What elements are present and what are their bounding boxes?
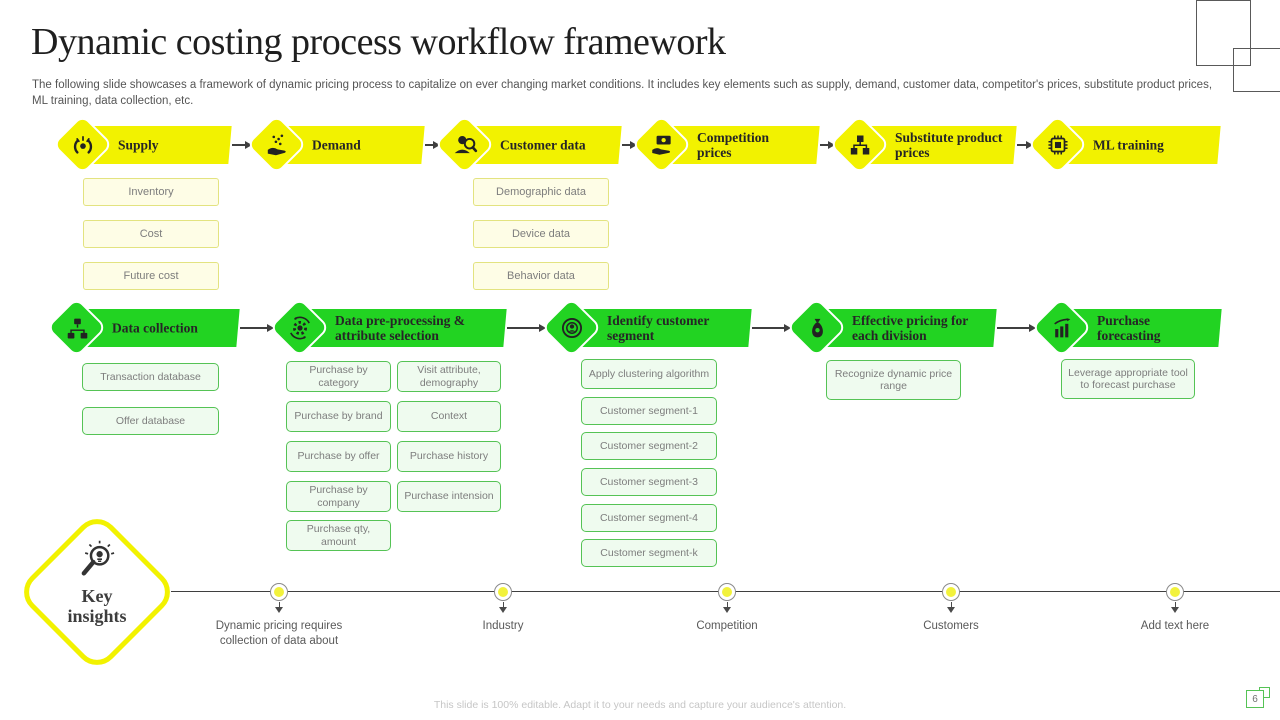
flow-step-ml-training: ML training [1027,114,1221,175]
preprocessing-sub-item: Visit attribute, demography [397,361,501,392]
supply-icon [69,131,97,159]
footer-note: This slide is 100% editable. Adapt it to… [433,699,847,711]
data-collection-icon [63,314,91,342]
flow-step-purchase-forecasting: Purchase forecasting [1031,297,1222,358]
data-preprocessing-icon [286,314,314,342]
decor-rectangle [1196,0,1251,66]
flow-step-competition-prices: Competition prices [631,114,820,175]
timeline-dot [718,583,736,601]
flow-step-effective-pricing: Effective pricing for each division [786,297,997,358]
preprocessing-sub-item: Context [397,401,501,432]
page-number: 6 [1246,690,1264,708]
milestone-label: Dynamic pricing requires collection of d… [215,620,343,647]
customer-data-sub-item: Behavior data [473,262,609,290]
arrow-right-icon [820,141,835,148]
competition-prices-icon [648,131,676,159]
timeline-stem [278,602,280,607]
flow-step-customer-data: Customer data [434,114,622,175]
arrow-right-icon [997,324,1036,331]
pricing-sub-item: Recognize dynamic price range [826,360,961,400]
supply-sub-item: Future cost [83,262,219,290]
flow-step-label: Customer data [500,137,586,153]
timeline-stem [502,602,504,607]
flow-step-label: Identify customer segment [607,312,710,343]
page-subtitle: The following slide showcases a framewor… [32,79,1213,107]
preprocessing-sub-item: Purchase by offer [286,441,391,472]
flow-step-demand: Demand [246,114,425,175]
effective-pricing-icon [803,314,831,342]
arrow-right-icon [240,324,274,331]
timeline-stem [726,602,728,607]
flow-step-label: Data collection [112,320,198,336]
arrow-right-icon [232,141,252,148]
segment-sub-item: Customer segment-3 [581,468,717,496]
flow-step-data-preprocessing: Data pre-processing & attribute selectio… [269,297,507,358]
customer-data-sub-item: Device data [473,220,609,248]
milestone-label: Customers [923,620,979,632]
milestone-label: Competition [696,620,758,632]
flow-step-label: Data pre-processing & attribute selectio… [335,312,465,343]
customer-data-sub-item: Demographic data [473,178,609,206]
arrow-down-icon [1171,607,1179,613]
segment-sub-item: Apply clustering algorithm [581,359,717,389]
customer-data-icon [451,131,479,159]
timeline-dot [1166,583,1184,601]
key-insights-label: Key insights [67,586,127,626]
flow-step-label: ML training [1093,137,1164,153]
flow-step-label: Supply [118,137,159,153]
arrow-down-icon [275,607,283,613]
customer-segment-icon [558,314,586,342]
demand-icon [263,131,291,159]
milestone-label: Industry [482,620,524,632]
timeline-stem [1174,602,1176,607]
ml-training-icon [1044,131,1072,159]
forecasting-sub-item: Leverage appropriate tool to forecast pu… [1061,359,1195,399]
preprocessing-sub-item: Purchase qty, amount [286,520,391,551]
timeline-stem [950,602,952,607]
arrow-right-icon [752,324,791,331]
arrow-down-icon [947,607,955,613]
flow-step-data-collection: Data collection [46,297,240,358]
segment-sub-item: Customer segment-1 [581,397,717,425]
arrow-down-icon [723,607,731,613]
flow-step-label: Demand [312,137,361,153]
preprocessing-sub-item: Purchase by company [286,481,391,512]
flow-step-supply: Supply [52,114,232,175]
page-title: Dynamic costing process workflow framewo… [31,21,726,63]
arrow-right-icon [622,141,637,148]
flow-step-label: Substitute product prices [895,129,1003,160]
flow-step-label: Competition prices [697,129,769,160]
timeline-dot [270,583,288,601]
preprocessing-sub-item: Purchase by brand [286,401,391,432]
arrow-right-icon [425,141,440,148]
preprocessing-sub-item: Purchase intension [397,481,501,512]
preprocessing-sub-item: Purchase by category [286,361,391,392]
arrow-right-icon [1017,141,1033,148]
data-collection-sub-item: Transaction database [82,363,219,391]
flow-step-label: Effective pricing for each division [852,312,968,343]
insight-search-icon [76,540,118,582]
segment-sub-item: Customer segment-4 [581,504,717,532]
timeline-dot [494,583,512,601]
segment-sub-item: Customer segment-k [581,539,717,567]
timeline-dot [942,583,960,601]
decor-rectangle [1233,48,1280,92]
supply-sub-item: Cost [83,220,219,248]
arrow-right-icon [507,324,546,331]
supply-sub-item: Inventory [83,178,219,206]
arrow-down-icon [499,607,507,613]
data-collection-sub-item: Offer database [82,407,219,435]
preprocessing-sub-item: Purchase history [397,441,501,472]
substitute-product-icon [846,131,874,159]
flow-step-substitute-product-prices: Substitute product prices [829,114,1017,175]
flow-step-identify-customer-segment: Identify customer segment [541,297,752,358]
purchase-forecasting-icon [1048,314,1076,342]
flow-step-label: Purchase forecasting [1097,312,1161,343]
milestone-label: Add text here [1140,620,1210,632]
segment-sub-item: Customer segment-2 [581,432,717,460]
